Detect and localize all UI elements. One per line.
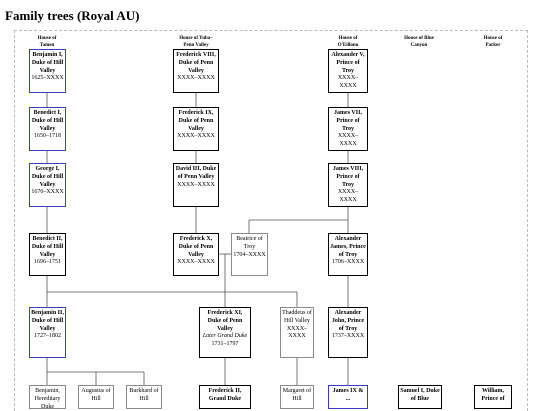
person-alexander-james[interactable]: Alexander James, Prince of Troy 1706–XXX…: [328, 233, 368, 276]
person-augustus[interactable]: Augustus of Hill: [78, 385, 114, 409]
person-james-viii[interactable]: James VIII, Prince of Troy XXXX–XXXX: [328, 163, 368, 207]
person-name: Frederick II, Grand Duke: [208, 388, 242, 402]
person-dates: XXXX–XXXX: [286, 325, 308, 340]
person-dates: 1737–XXXX: [331, 333, 365, 340]
person-dates: 1706–XXXX: [331, 259, 365, 266]
person-name: George I, Duke of Hill Valley: [31, 166, 64, 188]
house-name: Canyon: [410, 42, 428, 48]
person-name: Benjamin, Hereditary Duke: [34, 388, 61, 409]
person-samuel-i[interactable]: Samuel I, Duke of Blue: [398, 385, 442, 409]
house-header-tamen: House of Tamen: [38, 36, 57, 50]
person-dates: 1625–XXXX: [31, 75, 64, 82]
person-name: Margaret of Hill: [282, 388, 312, 402]
person-name: Benjamin I, Duke of Hill Valley: [31, 52, 64, 74]
house-label: House of Blue: [404, 36, 434, 41]
person-frederick-viii[interactable]: Frederick VIII, Duke of Penn Valley XXXX…: [173, 49, 219, 93]
person-frederick-ii-grand-duke[interactable]: Frederick II, Grand Duke: [199, 385, 251, 409]
person-name: Beatrice of Troy: [236, 236, 263, 250]
person-alexander-v[interactable]: Alexander V, Prince of Troy XXXX–XXXX: [328, 49, 368, 93]
person-name: James IX & ...: [332, 388, 364, 402]
house-name: O'Eillonu: [337, 42, 359, 48]
house-name: Tamen: [39, 42, 55, 48]
house-header-parker: House of Parker: [484, 36, 503, 50]
person-dates: 1696–1751: [34, 259, 61, 266]
person-benjamin-ii[interactable]: Benjamin II, Duke of Hill Valley 1727–18…: [29, 307, 66, 358]
person-george-i[interactable]: George I, Duke of Hill Valley 1670–XXXX: [29, 163, 66, 207]
person-name: David III, Duke of Penn Valley: [175, 166, 217, 180]
person-benjamin-i[interactable]: Benjamin I, Duke of Hill Valley 1625–XXX…: [29, 49, 66, 93]
person-name: Frederick XI, Duke of Penn Valley: [207, 310, 243, 332]
person-name: Augustus of Hill: [81, 388, 111, 402]
person-dates: XXXX–XXXX: [337, 189, 359, 204]
person-dates: XXXX–XXXX: [177, 181, 215, 188]
house-header-yuba: House of Yuba– Penn Valley: [179, 36, 213, 50]
person-name: Frederick X, Duke of Penn Valley: [178, 236, 214, 258]
person-title: Later Grand Duke: [202, 333, 248, 340]
person-dates: XXXX–XXXX: [177, 259, 215, 266]
person-benedict-ii[interactable]: Benedict II, Duke of Hill Valley 1696–17…: [29, 233, 66, 276]
house-name: Penn Valley: [183, 42, 209, 48]
person-name: James VIII, Prince of Troy: [332, 166, 364, 188]
person-beatrice-of-troy[interactable]: Beatrice of Troy 1704–XXXX: [231, 233, 268, 276]
person-name: Alexander James, Prince of Troy: [330, 236, 366, 258]
person-name: Frederick VIII, Duke of Penn Valley: [176, 52, 216, 74]
person-name: Burkhard of Hill: [129, 388, 159, 402]
house-label: House of: [37, 36, 57, 41]
person-name: Frederick IX, Duke of Penn Valley: [178, 110, 214, 132]
person-name: James VII, Prince of Troy: [334, 110, 362, 132]
person-frederick-x[interactable]: Frederick X, Duke of Penn Valley XXXX–XX…: [173, 233, 219, 276]
person-name: Samuel I, Duke of Blue: [400, 388, 440, 402]
person-thaddeus[interactable]: Thaddeus of Hill Valley XXXX–XXXX: [280, 307, 314, 358]
house-header-oeillonu: House of O'Eillonu: [338, 36, 359, 50]
person-james-vii[interactable]: James VII, Prince of Troy XXXX–XXXX: [328, 107, 368, 151]
person-david-iii[interactable]: David III, Duke of Penn Valley XXXX–XXXX: [173, 163, 219, 207]
person-dates: XXXX–XXXX: [177, 133, 215, 140]
person-frederick-xi[interactable]: Frederick XI, Duke of Penn Valley Later …: [199, 307, 251, 358]
person-name: William, Prince of: [481, 388, 505, 402]
person-benjamin-hereditary-duke[interactable]: Benjamin, Hereditary Duke: [29, 385, 66, 409]
person-dates: 1704–XXXX: [233, 251, 266, 258]
person-margaret[interactable]: Margaret of Hill: [280, 385, 314, 409]
person-dates: 1650–1718: [34, 133, 61, 140]
person-name: Thaddeus of Hill Valley: [282, 310, 312, 324]
house-label: House of: [483, 36, 503, 41]
family-tree-frame: [14, 30, 528, 411]
person-name: Benjamin II, Duke of Hill Valley: [31, 310, 64, 332]
person-dates: 1670–XXXX: [31, 189, 64, 196]
person-alexander-john[interactable]: Alexander John, Prince of Troy 1737–XXXX: [328, 307, 368, 358]
person-dates: XXXX–XXXX: [337, 133, 359, 148]
house-header-bluecanyon: House of Blue Canyon: [404, 36, 434, 50]
page-title: Family trees (Royal AU): [5, 8, 140, 23]
person-name: Benedict I, Duke of Hill Valley: [31, 110, 64, 132]
person-burkhard[interactable]: Burkhard of Hill: [126, 385, 162, 409]
person-dates: XXXX–XXXX: [337, 75, 359, 90]
person-dates: 1727–1802: [34, 333, 61, 340]
house-label: House of: [338, 36, 358, 41]
person-benedict-i[interactable]: Benedict I, Duke of Hill Valley 1650–171…: [29, 107, 66, 151]
person-name: Alexander V, Prince of Troy: [331, 52, 365, 74]
person-name: Benedict II, Duke of Hill Valley: [31, 236, 64, 258]
person-name: Alexander John, Prince of Troy: [331, 310, 365, 332]
person-dates: XXXX–XXXX: [177, 75, 215, 82]
person-dates: 1731–1797: [211, 341, 239, 348]
person-frederick-ix[interactable]: Frederick IX, Duke of Penn Valley XXXX–X…: [173, 107, 219, 151]
person-william[interactable]: William, Prince of: [474, 385, 512, 409]
person-james-ix[interactable]: James IX & ...: [328, 385, 368, 409]
house-name: Parker: [485, 42, 501, 48]
house-label: House of Yuba–: [179, 36, 213, 41]
